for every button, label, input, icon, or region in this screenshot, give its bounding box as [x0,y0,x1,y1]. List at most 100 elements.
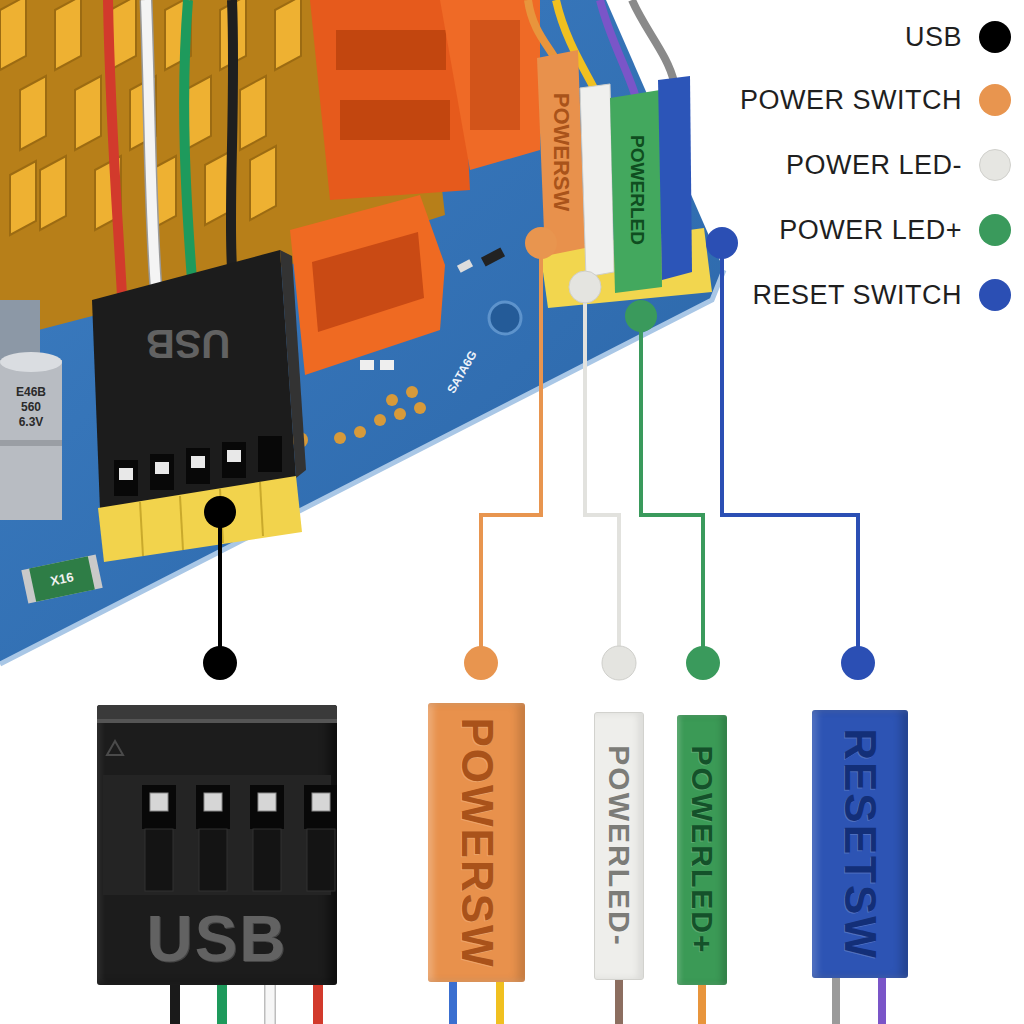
capacitor-top [0,352,62,372]
silkscreen-label: SATA6G [445,349,479,396]
leader-dot [706,227,738,259]
power-led-minus-connector: POWERLED- [594,712,644,980]
connector-slot [336,30,446,70]
capacitor-band [0,440,62,446]
leader-line [481,243,541,663]
legend-row: POWER SWITCH [740,82,1011,118]
leader-dot [464,646,498,680]
connector-slot [312,232,424,332]
solder-pad [386,394,398,406]
heatsink-fin [240,76,266,150]
plug-pin-area [103,775,331,895]
fuse-cap [21,554,102,603]
leader-line [641,316,703,663]
connector-label: RESETSW [838,728,882,960]
circuit-board [0,0,724,664]
plug-top-ridge [97,705,337,719]
leader-dot [525,227,557,259]
legend-row: RESET SWITCH [752,277,1011,313]
connector-slot [470,20,520,130]
solder-pad [334,432,346,444]
solder-pad [394,408,406,420]
usb-header [92,250,296,510]
header-terminal [191,456,205,468]
power-switch-connector: POWERSW [428,703,525,982]
leader-line [218,512,222,663]
leader-dot [203,646,237,680]
legend-swatch [979,149,1011,181]
solder-pad [406,386,418,398]
green-wire [184,0,192,280]
legend-swatch [979,214,1011,246]
heatsink-fin [0,0,26,70]
pin-channel [307,829,335,891]
connector-label: POWERLED- [604,745,634,946]
red-wire [108,0,122,296]
header-terminal [119,468,133,480]
sata-connector [440,0,540,170]
fan-connector [290,195,445,375]
diode [481,247,505,266]
legend-label: POWER SWITCH [740,85,962,116]
heatsink-fin [75,76,101,150]
smd-part [380,360,394,370]
black-wire [231,0,233,268]
solder-pad [354,426,366,438]
pin-header-base [98,476,302,562]
embossed-label: USB [146,324,230,364]
pin-window [304,785,337,829]
leader-dot [686,646,720,680]
orange-wire [528,0,556,60]
header-window [186,448,210,484]
header-window [150,454,174,490]
fuse [21,554,102,603]
capacitor [0,300,40,360]
capacitor [0,360,62,520]
capacitor-marking: E46B [16,386,46,398]
legend-row: POWER LED- [786,147,1011,183]
divider [140,502,143,556]
pin-terminal [150,793,168,811]
reset-switch-plug [658,76,692,280]
heatsink-fin [10,161,36,235]
pin-terminal [312,793,330,811]
heatsink-fin [55,0,81,70]
pin-terminal [258,793,276,811]
leader-dot [204,496,236,528]
connector-label: POWERLED+ [687,746,717,955]
leader-line [585,287,619,663]
solder-pad [414,402,426,414]
pin-channel [199,829,227,891]
legend-label: POWER LED- [786,150,962,181]
solder-pad [374,414,386,426]
header-terminal [227,450,241,462]
legend-swatch [979,279,1011,311]
pin-terminal [204,793,222,811]
leader-dot [569,271,601,303]
legend-swatch [979,21,1011,53]
legend-label: RESET SWITCH [752,280,962,311]
power-led-minus-plug [580,84,614,277]
heatsink-fin [40,156,66,230]
purple-wire [600,0,636,98]
smd-part [457,259,473,273]
pin-slot [142,785,176,891]
pin-window [196,785,230,829]
fuse-body [29,556,95,602]
smd-part [360,360,374,370]
connector-slot [340,100,450,140]
header-window [258,436,282,472]
plug-top-highlight [97,719,337,723]
connector-pins [97,705,337,900]
heatsink-fin [20,76,46,150]
legend-label: POWER LED+ [779,215,962,246]
capacitor-marking: 560 [21,401,41,413]
leader-dot [841,646,875,680]
reset-switch-connector: RESETSW [812,710,908,978]
usb-header-side [280,250,306,478]
usb-connector: USB [97,705,337,985]
grey-wire [632,0,674,82]
fuse-marking: X16 [49,570,74,588]
legend-row: POWER LED+ [779,212,1011,248]
